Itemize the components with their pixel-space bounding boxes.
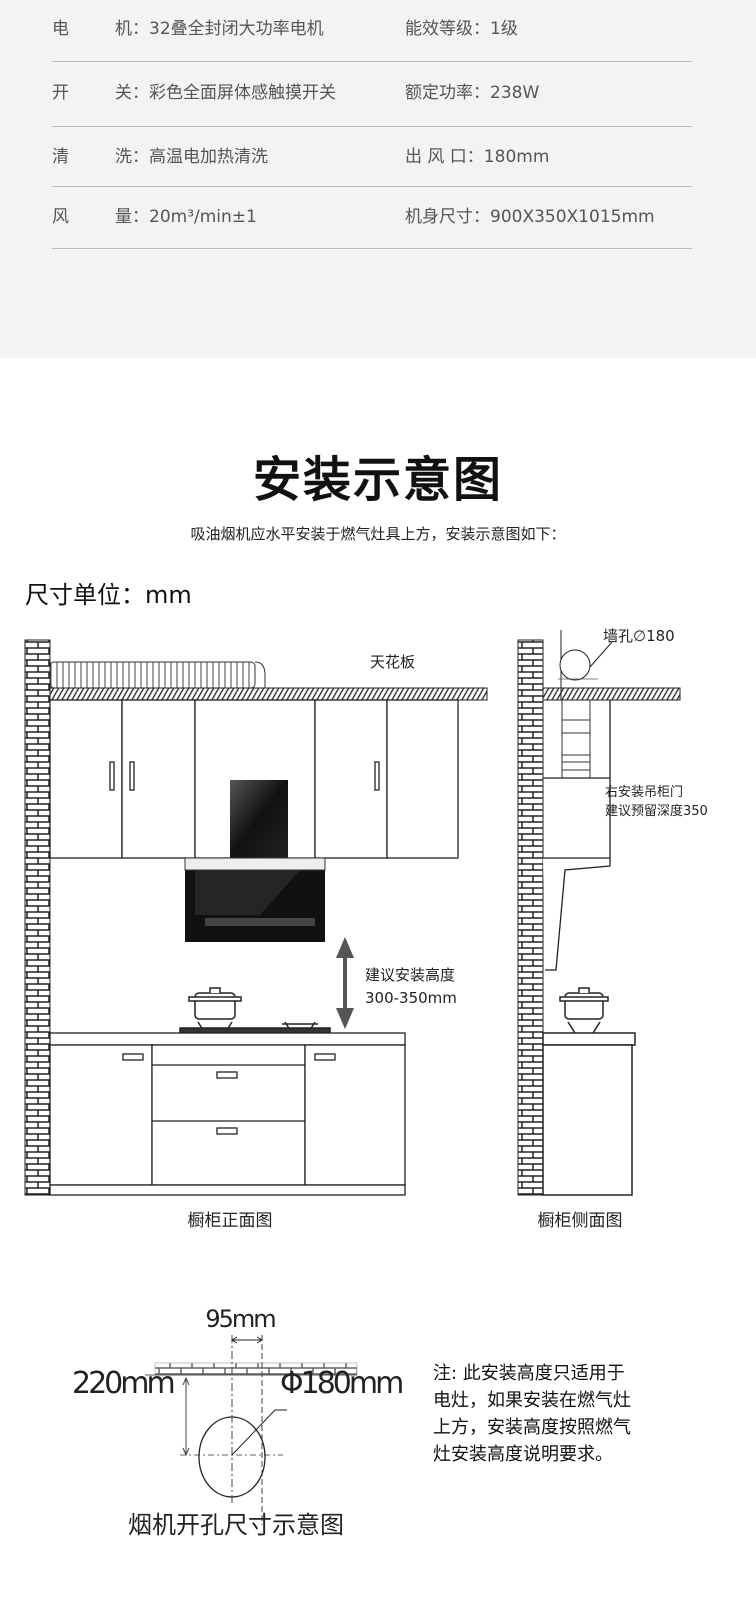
stove-pot-icon	[542, 987, 636, 1196]
height-label: 建议安装高度	[365, 966, 455, 984]
spec-value: 额定功率：238W	[405, 83, 540, 103]
exhaust-duct	[49, 661, 256, 689]
note-line: 电灶，如果安装在燃气灶	[433, 1390, 631, 1411]
spec-value: 机：32叠全封闭大功率电机	[115, 19, 324, 39]
duct-hole	[198, 1416, 266, 1498]
note-line: 灶安装高度说明要求。	[433, 1444, 613, 1465]
side-view-caption: 橱柜侧面图	[538, 1211, 623, 1231]
spec-row: 电 机：32叠全封闭大功率电机 能效等级：1级	[52, 0, 692, 62]
front-view-caption: 橱柜正面图	[188, 1211, 273, 1231]
section-title: 安装示意图	[252, 452, 503, 508]
side-hood-profile	[543, 857, 611, 971]
ceiling-slab	[49, 687, 488, 701]
spec-value: 量：20m³/min±1	[115, 207, 257, 227]
note-line: 注: 此安装高度只适用于	[433, 1363, 625, 1384]
unit-label: 尺寸单位：mm	[25, 581, 192, 609]
height-value: 300-350mm	[365, 989, 457, 1007]
side-view: 墙孔∅180 右安装吊柜门 建议预留深度350 橱柜侧面图	[517, 627, 708, 1231]
base-cabinets	[49, 1032, 406, 1196]
spec-value: 机身尺寸：900X350X1015mm	[405, 207, 655, 227]
brick-wall	[517, 639, 544, 1196]
stove-pot-icon	[179, 987, 331, 1034]
spec-key: 清	[52, 147, 69, 167]
wall-hole	[559, 649, 591, 681]
spec-table: 电 机：32叠全封闭大功率电机 能效等级：1级 开 关：彩色全面屏体感触摸开关 额定功率…	[0, 0, 756, 358]
ceiling-label: 天花板	[370, 653, 415, 671]
spec-row: 清 洗：高温电加热清洗 出 风 口：180mm	[52, 128, 692, 187]
section-subtitle: 吸油烟机应水平安装于燃气灶具上方，安装示意图如下：	[190, 525, 566, 543]
spec-value: 出 风 口：180mm	[405, 147, 550, 167]
spec-value: 能效等级：1级	[405, 19, 518, 39]
spec-row: 风 量：20m³/min±1 机身尺寸：900X350X1015mm	[52, 188, 692, 249]
height-dimension-label: 220mm	[72, 1366, 173, 1401]
cabinet-door-note: 右安装吊柜门	[605, 785, 683, 800]
side-duct	[561, 700, 591, 778]
cabinet-depth-note: 建议预留深度350	[605, 803, 708, 819]
spec-key: 电	[52, 19, 69, 39]
spec-value: 洗：高温电加热清洗	[115, 147, 268, 167]
note-line: 上方，安装高度按照燃气	[433, 1417, 631, 1438]
spec-row: 开 关：彩色全面屏体感触摸开关 额定功率：238W	[52, 64, 692, 127]
hole-dimension-diagram: 95mm 220mm Φ180mm 烟机开孔尺寸示意图	[72, 1305, 405, 1539]
diameter-label: Φ180mm	[280, 1366, 402, 1401]
brick-wall	[24, 639, 51, 1196]
wall-cabinets	[49, 699, 459, 859]
offset-label: 95mm	[205, 1305, 275, 1333]
spec-key: 风	[52, 207, 69, 227]
installation-note: 注: 此安装高度只适用于 电灶，如果安装在燃气灶 上方，安装高度按照燃气 灶安装…	[433, 1360, 631, 1468]
height-arrow-icon	[335, 936, 355, 1030]
front-view: 天花板 建议安装高度 300-350mm 橱柜正面图	[24, 639, 488, 1231]
ceiling-slab	[542, 687, 681, 701]
hole-diagram-caption: 烟机开孔尺寸示意图	[128, 1511, 344, 1539]
spec-key: 开	[52, 83, 69, 103]
wall-hole-label: 墙孔∅180	[603, 627, 675, 645]
range-hood	[184, 780, 326, 942]
spec-value: 关：彩色全面屏体感触摸开关	[115, 83, 336, 103]
